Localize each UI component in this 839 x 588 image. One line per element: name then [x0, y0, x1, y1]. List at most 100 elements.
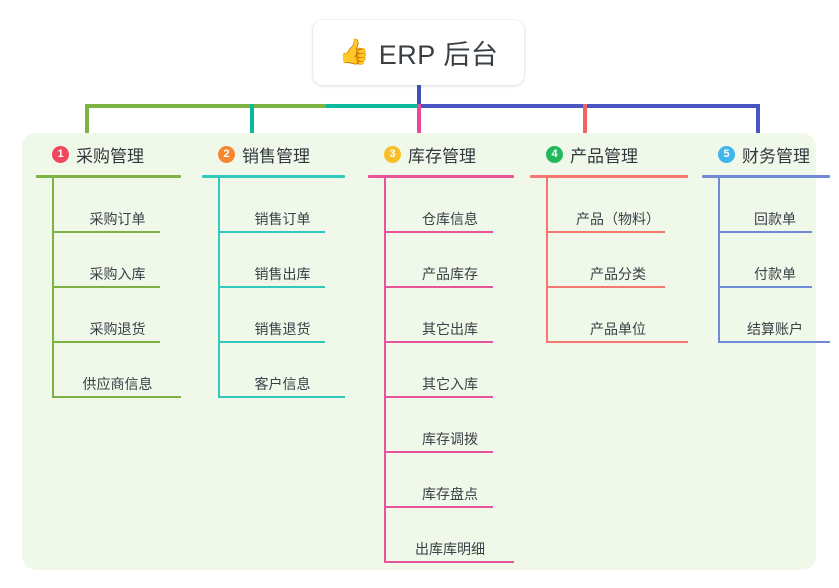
leaf-underline — [384, 451, 494, 453]
leaf-label: 库存调拨 — [422, 431, 478, 447]
leaf-underline — [218, 341, 325, 343]
leaf-node[interactable]: 回款单 — [718, 178, 830, 233]
column-header[interactable]: 1 采购管理 — [36, 140, 181, 168]
column-index-badge: 5 — [718, 145, 735, 163]
leaf-underline — [218, 396, 345, 398]
column-index-badge: 1 — [52, 145, 69, 163]
leaf-label: 产品单位 — [590, 321, 646, 337]
leaf-label: 采购订单 — [89, 211, 146, 227]
leaf-label: 结算账户 — [747, 321, 803, 337]
leaf-label: 供应商信息 — [82, 376, 153, 392]
leaf-node[interactable]: 库存调拨 — [384, 398, 514, 453]
leaf-node[interactable]: 采购退货 — [52, 288, 181, 343]
column-product: 4 产品管理产品（物料） 产品分类产品单位 — [530, 140, 688, 343]
leaf-underline — [718, 231, 813, 233]
leaf-underline — [384, 506, 494, 508]
leaf-underline — [718, 341, 830, 343]
column-branch: 产品（物料） 产品分类产品单位 — [546, 178, 688, 343]
leaf-label: 采购入库 — [89, 266, 146, 282]
column-header[interactable]: 4 产品管理 — [530, 140, 688, 168]
leaf-underline — [218, 231, 325, 233]
thumbs-up-icon: 👍 — [338, 38, 370, 66]
root-node[interactable]: 👍 ERP 后台 — [313, 20, 524, 85]
drop-connector-1 — [85, 104, 89, 142]
leaf-node[interactable]: 其它出库 — [384, 288, 514, 343]
branch-spine — [52, 178, 54, 398]
leaf-node[interactable]: 销售退货 — [218, 288, 345, 343]
leaf-underline — [384, 341, 494, 343]
column-header[interactable]: 5 财务管理 — [702, 140, 830, 168]
column-index-badge: 4 — [546, 145, 563, 163]
column-underline — [530, 175, 688, 178]
column-title: 采购管理 — [76, 146, 144, 166]
leaf-node[interactable]: 采购入库 — [52, 233, 181, 288]
bus-connector-teal — [326, 104, 418, 108]
leaf-label: 客户信息 — [254, 376, 311, 392]
leaf-node[interactable]: 出库库明细 — [384, 508, 514, 563]
leaf-node[interactable]: 库存盘点 — [384, 453, 514, 508]
column-finance: 5 财务管理回款单付款单结算账户 — [702, 140, 830, 343]
root-stem-connector — [417, 85, 421, 108]
leaf-label: 仓库信息 — [422, 211, 478, 227]
drop-connector-3 — [417, 104, 421, 142]
leaf-label: 其它出库 — [422, 321, 478, 337]
branch-spine — [218, 178, 220, 398]
leaf-underline — [384, 561, 514, 563]
column-title: 销售管理 — [242, 146, 310, 166]
column-index-badge: 3 — [384, 145, 401, 163]
column-sales: 2 销售管理销售订单销售出库销售退货客户信息 — [202, 140, 345, 398]
column-header[interactable]: 2 销售管理 — [202, 140, 345, 168]
leaf-node[interactable]: 产品单位 — [546, 288, 688, 343]
drop-connector-2 — [250, 104, 254, 142]
leaf-label: 出库库明细 — [415, 541, 485, 557]
leaf-label: 销售出库 — [254, 266, 311, 282]
column-branch: 仓库信息产品库存其它出库其它入库库存调拨库存盘点出库库明细 — [384, 178, 514, 563]
leaf-label: 库存盘点 — [422, 486, 478, 502]
drop-connector-5 — [756, 104, 760, 142]
branch-spine — [546, 178, 548, 343]
leaf-underline — [546, 231, 666, 233]
leaf-node[interactable]: 产品（物料） — [546, 178, 688, 233]
leaf-node[interactable]: 供应商信息 — [52, 343, 181, 398]
leaf-label: 销售退货 — [254, 321, 311, 337]
column-title: 财务管理 — [742, 146, 810, 166]
leaf-node[interactable]: 客户信息 — [218, 343, 345, 398]
column-purchasing: 1 采购管理采购订单采购入库采购退货供应商信息 — [36, 140, 181, 398]
leaf-label: 其它入库 — [422, 376, 478, 392]
leaf-node[interactable]: 付款单 — [718, 233, 830, 288]
leaf-node[interactable]: 其它入库 — [384, 343, 514, 398]
column-index-badge: 2 — [218, 145, 235, 163]
column-header[interactable]: 3 库存管理 — [368, 140, 514, 168]
leaf-underline — [546, 341, 688, 343]
leaf-node[interactable]: 产品库存 — [384, 233, 514, 288]
leaf-underline — [52, 231, 161, 233]
root-title: ERP 后台 — [378, 40, 499, 70]
column-underline — [702, 175, 830, 178]
leaf-node[interactable]: 销售出库 — [218, 233, 345, 288]
leaf-underline — [52, 286, 161, 288]
column-underline — [368, 175, 514, 178]
column-branch: 销售订单销售出库销售退货客户信息 — [218, 178, 345, 398]
diagram-board — [22, 133, 816, 570]
leaf-label: 回款单 — [754, 211, 796, 227]
bus-connector-green — [85, 104, 328, 108]
leaf-underline — [384, 286, 494, 288]
leaf-underline — [52, 396, 181, 398]
leaf-node[interactable]: 产品分类 — [546, 233, 688, 288]
leaf-underline — [52, 341, 161, 343]
leaf-node[interactable]: 采购订单 — [52, 178, 181, 233]
leaf-node[interactable]: 仓库信息 — [384, 178, 514, 233]
leaf-label: 采购退货 — [89, 321, 146, 337]
leaf-underline — [384, 231, 494, 233]
leaf-underline — [384, 396, 494, 398]
column-title: 库存管理 — [408, 146, 476, 166]
leaf-underline — [218, 286, 325, 288]
leaf-node[interactable]: 结算账户 — [718, 288, 830, 343]
branch-spine — [718, 178, 720, 343]
column-branch: 采购订单采购入库采购退货供应商信息 — [52, 178, 181, 398]
column-title: 产品管理 — [570, 146, 638, 166]
leaf-label: 产品分类 — [590, 266, 646, 282]
drop-connector-4 — [583, 104, 587, 142]
leaf-node[interactable]: 销售订单 — [218, 178, 345, 233]
